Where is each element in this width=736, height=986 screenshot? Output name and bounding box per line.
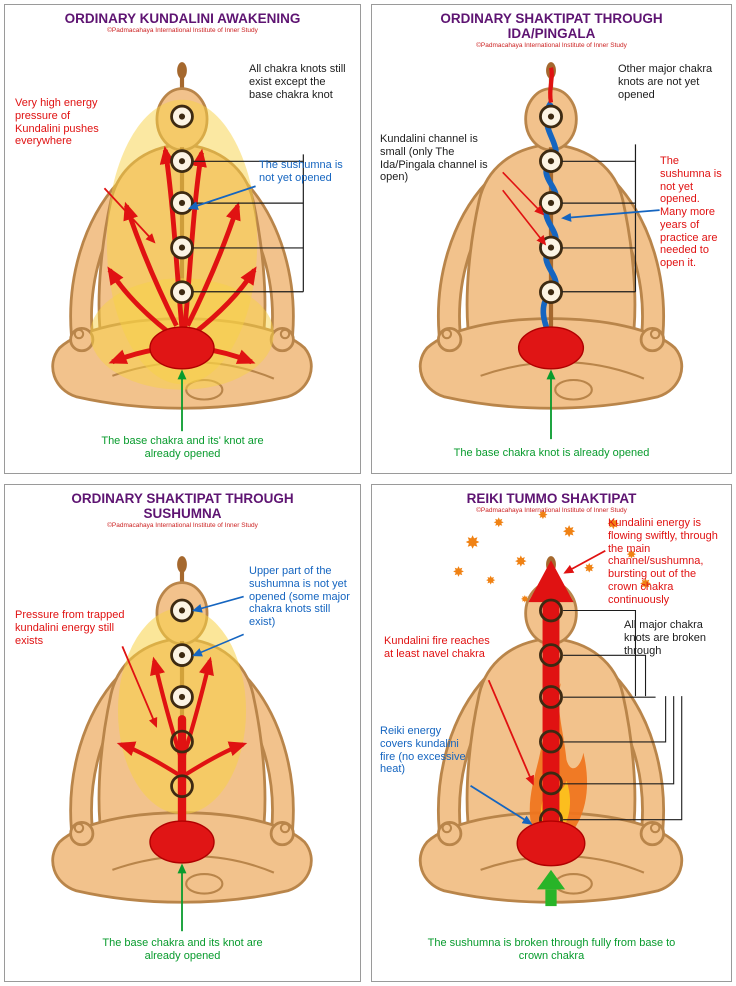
green-up-arrow xyxy=(536,869,566,907)
copyright-line: ©Padmacahaya International Institute of … xyxy=(476,507,627,514)
meditating-figure xyxy=(420,62,682,408)
annotation-kundalini-fire: Kundalini fire reaches at least navel ch… xyxy=(384,635,490,660)
copyright-line: ©Padmacahaya International Institute of … xyxy=(107,522,258,529)
annotation-base-chakra-open: The base chakra and its' knot are alread… xyxy=(5,435,360,461)
starburst-icon: ✸ xyxy=(640,577,652,593)
figure-canvas-4: ✸ ✸ ✸ ✸ ✸ ✸ ✸ ✸ ✸ ✸ ✸ ✸ xyxy=(372,508,731,981)
annotation-knots-not-opened: Other major chakra knots are not yet ope… xyxy=(618,63,713,101)
starburst-icon: ✸ xyxy=(515,553,528,571)
annotation-chakra-knots: All chakra knots still exist except the … xyxy=(249,63,346,101)
copyright-line: ©Padmacahaya International Institute of … xyxy=(476,42,627,49)
annotation-knots-broken: All major chakra knots are broken throug… xyxy=(624,619,706,657)
base-chakra xyxy=(149,820,215,864)
annotation-base-chakra-open-text: The base chakra and its knot are already… xyxy=(102,937,263,962)
annotation-sushumna-years: The sushumna is not yet opened. Many mor… xyxy=(660,155,722,269)
starburst-icon: ✸ xyxy=(521,595,529,606)
base-chakra xyxy=(149,326,215,370)
pressure-arrows xyxy=(116,656,248,777)
leader-lines xyxy=(470,549,683,825)
leader-lines xyxy=(121,595,244,932)
annotation-base-chakra-open-text: The base chakra and its' knot are alread… xyxy=(101,435,264,460)
crown-channel-tip xyxy=(548,67,554,103)
starburst-icon: ✸ xyxy=(486,574,496,588)
starbursts: ✸ ✸ ✸ ✸ ✸ ✸ ✸ ✸ ✸ ✸ ✸ ✸ xyxy=(453,508,652,606)
panel-title: REIKI TUMMO SHAKTIPAT xyxy=(466,491,637,506)
panel-ordinary-kundalini-awakening: ORDINARY KUNDALINI AWAKENING ©Padmacahay… xyxy=(4,4,361,474)
annotation-reiki-energy: Reiki energy covers kundalini fire (no e… xyxy=(380,725,466,776)
panel-reiki-tummo-shaktipat: ✸ ✸ ✸ ✸ ✸ ✸ ✸ ✸ ✸ ✸ ✸ ✸ REIKI TUMMO SHAK… xyxy=(371,484,732,982)
starburst-icon: ✸ xyxy=(493,516,504,531)
annotation-energy-flowing: Kundalini energy is flowing swiftly, thr… xyxy=(608,517,718,606)
base-chakra xyxy=(517,326,585,370)
starburst-icon: ✸ xyxy=(465,533,480,554)
base-chakra xyxy=(516,820,586,867)
annotation-channel-small: Kundalini channel is small (only The Ida… xyxy=(380,133,488,184)
panel-title: ORDINARY SHAKTIPAT THROUGH SUSHUMNA xyxy=(71,491,294,521)
chakra-points xyxy=(170,598,194,799)
figure-canvas-2 xyxy=(372,5,731,440)
annotation-sushumna-broken-through: The sushumna is broken through fully fro… xyxy=(372,937,731,963)
starburst-icon: ✸ xyxy=(453,565,465,581)
annotation-energy-pressure: Very high energy pressure of Kundalini p… xyxy=(15,97,99,148)
figure-canvas-1 xyxy=(5,5,360,432)
meditating-figure xyxy=(420,556,682,906)
annotation-upper-sushumna: Upper part of the sushumna is not yet op… xyxy=(249,565,350,628)
annotation-base-chakra-open: The base chakra and its knot are already… xyxy=(5,937,360,963)
leader-lines xyxy=(502,144,660,440)
annotation-sushumna-broken-through-text: The sushumna is broken through fully fro… xyxy=(427,937,676,962)
starburst-icon: ✸ xyxy=(584,562,595,577)
figure-canvas-3 xyxy=(5,485,360,932)
panel-title: ORDINARY SHAKTIPAT THROUGH IDA/PINGALA xyxy=(440,11,663,41)
sushumna-energy-arrow xyxy=(528,560,574,851)
meditating-figure xyxy=(53,556,312,902)
panel-title: ORDINARY KUNDALINI AWAKENING xyxy=(64,11,301,26)
leader-lines xyxy=(103,154,304,432)
annotation-base-knot-open: The base chakra knot is already opened xyxy=(453,447,650,459)
chakra-points xyxy=(539,104,563,305)
starburst-icon: ✸ xyxy=(562,522,575,541)
panel-shaktipat-ida-pingala: ORDINARY SHAKTIPAT THROUGH IDA/PINGALA ©… xyxy=(371,4,732,474)
annotation-trapped-pressure: Pressure from trapped kundalini energy s… xyxy=(15,609,125,647)
annotation-sushumna-closed: The sushumna is not yet opened xyxy=(259,159,343,184)
starburst-icon: ✸ xyxy=(607,515,620,533)
trapped-energy-aura xyxy=(117,607,247,815)
starburst-icon: ✸ xyxy=(626,548,636,562)
panel-shaktipat-sushumna: ORDINARY SHAKTIPAT THROUGH SUSHUMNA ©Pad… xyxy=(4,484,361,982)
starburst-icon: ✸ xyxy=(538,508,548,522)
copyright-line: ©Padmacahaya International Institute of … xyxy=(107,27,258,34)
